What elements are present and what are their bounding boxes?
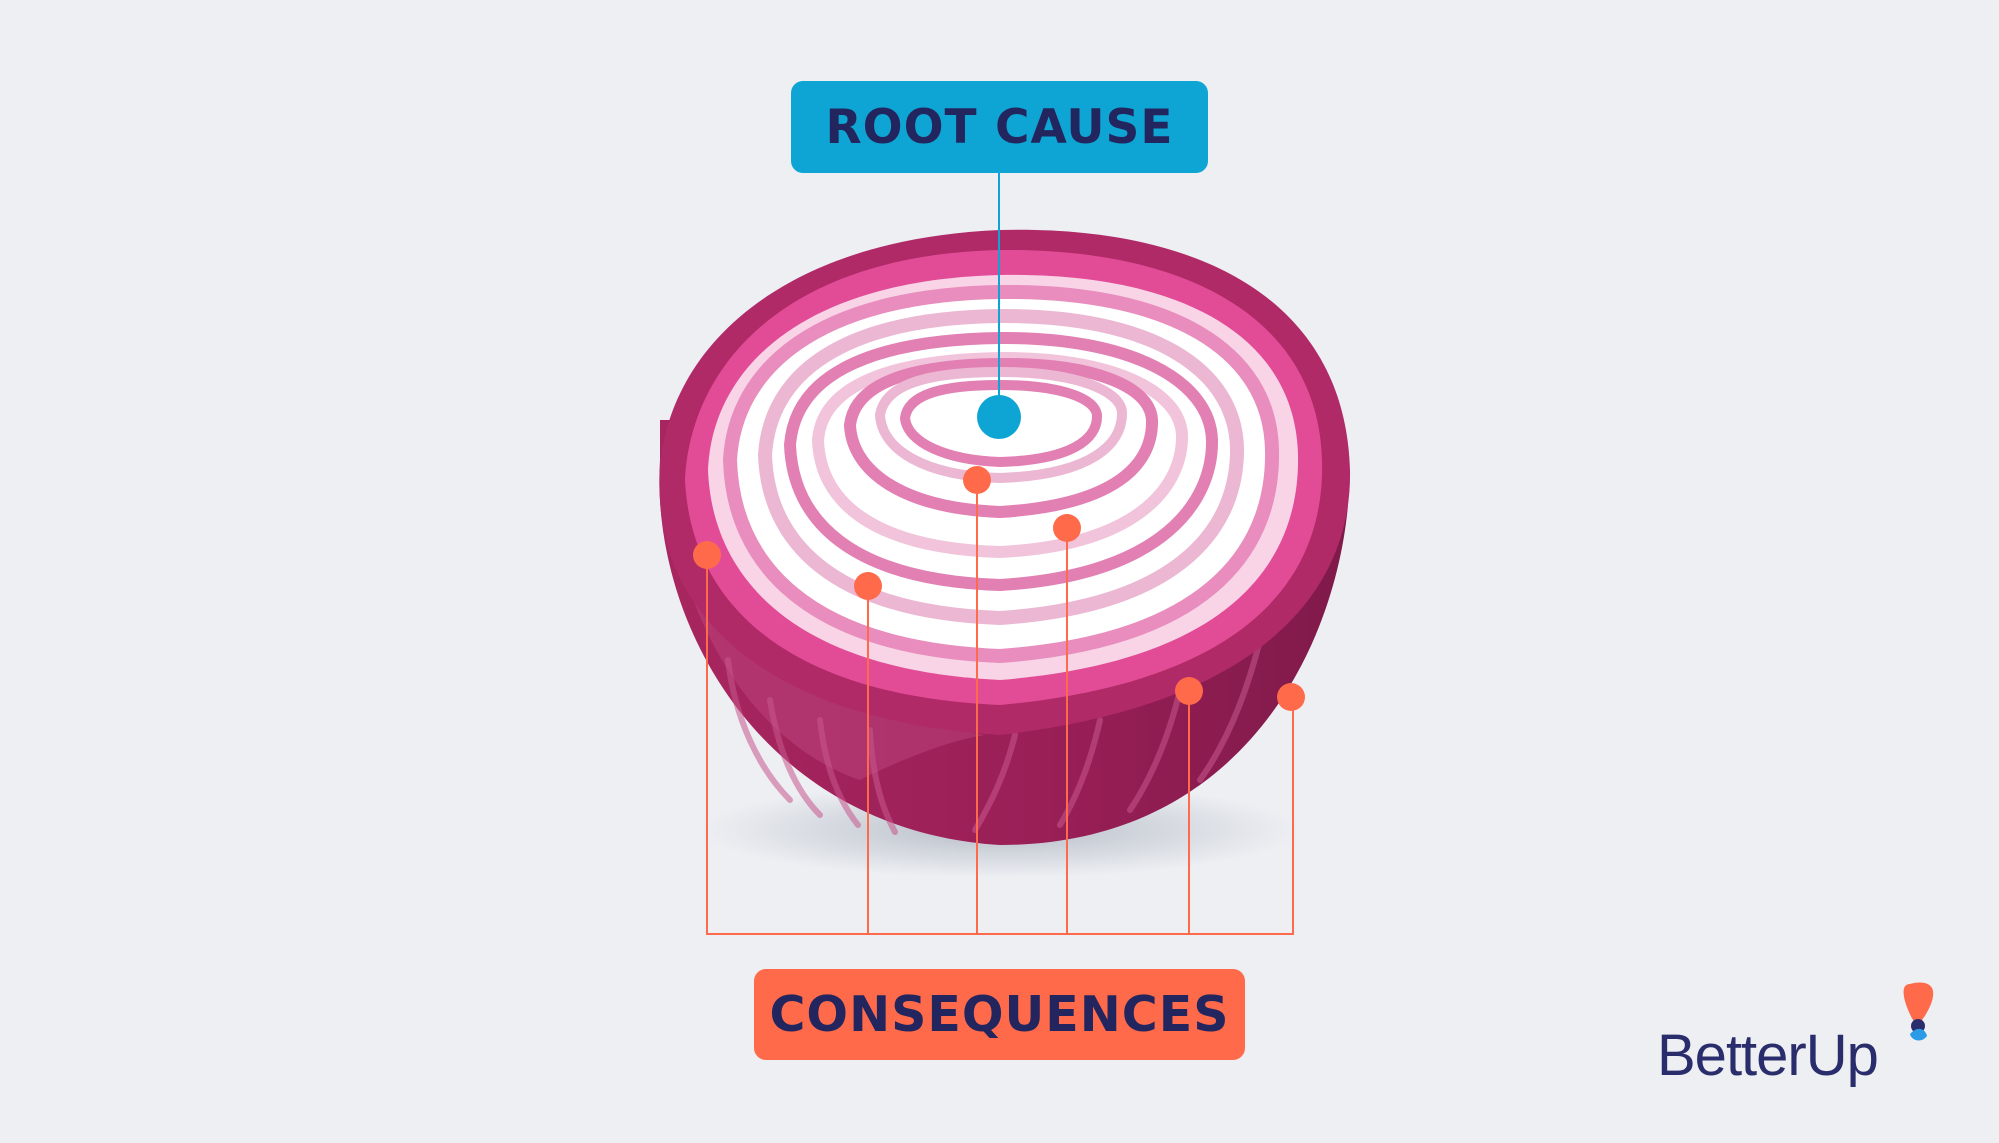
consequence-dot bbox=[1175, 677, 1203, 705]
consequence-dots bbox=[693, 466, 1305, 711]
consequence-dot bbox=[854, 572, 882, 600]
consequences-label: CONSEQUENCES bbox=[754, 969, 1245, 1060]
brand-logo: BetterUp bbox=[1655, 978, 1955, 1098]
root-cause-label: ROOT CAUSE bbox=[791, 81, 1208, 173]
betterup-drop-icon bbox=[1903, 982, 1934, 1041]
consequence-dot bbox=[1053, 514, 1081, 542]
consequence-connectors bbox=[706, 480, 1294, 935]
consequence-dot bbox=[1277, 683, 1305, 711]
onion-cross-section-icon bbox=[659, 229, 1351, 845]
root-cause-dot bbox=[977, 395, 1021, 439]
consequence-dot bbox=[963, 466, 991, 494]
consequence-dot bbox=[693, 541, 721, 569]
onion-veins bbox=[725, 637, 1263, 835]
brand-name: BetterUp bbox=[1657, 1023, 1879, 1088]
